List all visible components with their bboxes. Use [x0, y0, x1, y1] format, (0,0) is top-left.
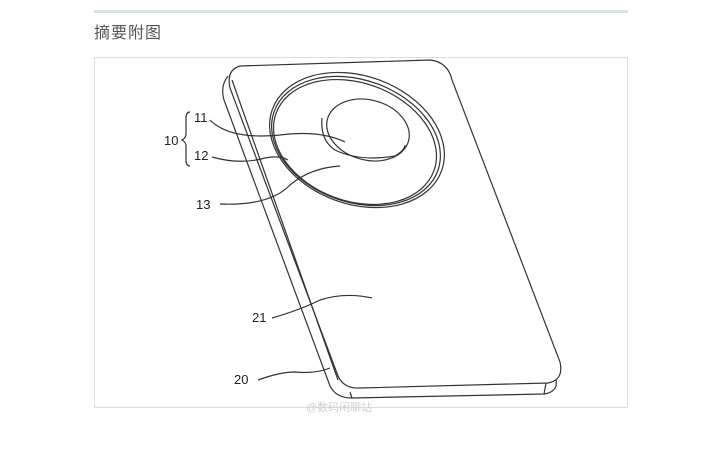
label-11: 11	[194, 110, 208, 125]
leader-20	[257, 367, 331, 381]
phone-side-edge	[222, 75, 557, 399]
bottom-edge-mark	[349, 391, 353, 399]
label-20: 20	[234, 372, 248, 387]
bottom-edge-mark	[543, 382, 547, 395]
label-10: 10	[164, 133, 178, 148]
figure-frame	[94, 57, 628, 408]
camera-ring-outer	[269, 71, 445, 209]
label-13: 13	[196, 197, 210, 212]
phone-side-edge-inner	[231, 79, 339, 381]
camera-lens-side	[321, 117, 406, 159]
section-title: 摘要附图	[94, 23, 163, 42]
label-12: 12	[194, 148, 208, 163]
camera-ring-2	[271, 75, 441, 207]
bracket-10	[180, 111, 191, 167]
label-21: 21	[252, 310, 266, 325]
watermark: @数码闲聊站	[306, 402, 373, 414]
leader-12	[211, 156, 289, 162]
camera-ring-3	[272, 78, 438, 206]
leader-11	[209, 119, 346, 143]
top-divider	[94, 10, 628, 13]
leader-21	[271, 294, 373, 319]
leader-13	[219, 165, 341, 205]
camera-lens-top	[326, 98, 410, 162]
phone-back-outline	[228, 59, 562, 389]
